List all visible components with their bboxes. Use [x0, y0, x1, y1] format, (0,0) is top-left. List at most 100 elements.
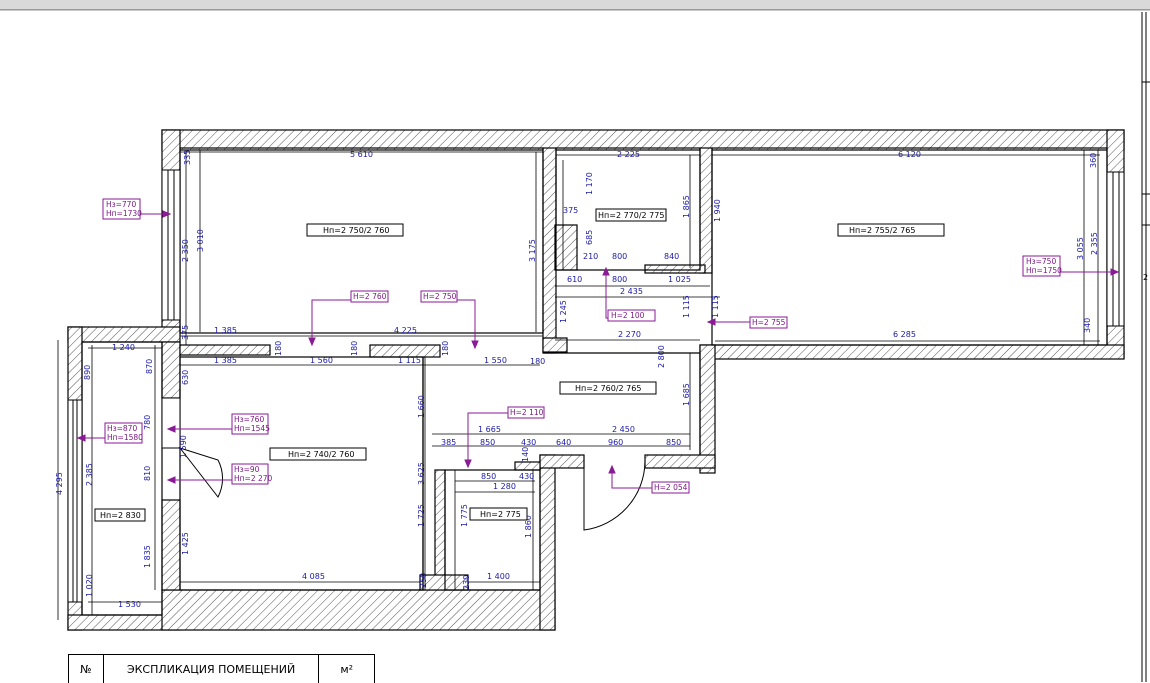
dim-1240: 1 240	[112, 343, 135, 352]
dim-1385a: 1 385	[214, 326, 237, 335]
doors	[178, 447, 646, 531]
dim-1385b: 1 385	[214, 356, 237, 365]
dim-800b: 800	[612, 275, 627, 284]
marker-h6: H=2 054	[654, 483, 688, 492]
dim-335: 335	[183, 150, 192, 165]
room-label-balcony: Hп=2 830	[100, 511, 141, 520]
dim-140: 140	[521, 447, 530, 462]
dim-890: 890	[83, 365, 92, 380]
dim-2350: 2 350	[181, 239, 190, 262]
dim-1865: 1 865	[682, 195, 691, 218]
dim-2450: 2 450	[612, 425, 635, 434]
dim-1560: 1 560	[310, 356, 333, 365]
dim-210: 210	[583, 252, 598, 261]
dim-1665: 1 665	[478, 425, 501, 434]
dim-1590: 1 590	[179, 435, 188, 458]
dim-180b: 180	[350, 341, 359, 356]
room-5-outline	[179, 356, 424, 591]
legend-number-header: №	[69, 655, 104, 683]
dim-1550: 1 550	[484, 356, 507, 365]
marker-w4a: Hз=760	[234, 415, 264, 424]
dim-1660: 1 660	[417, 395, 426, 418]
marker-w2a: Hз=750	[1026, 257, 1056, 266]
balcony-door-window	[161, 397, 181, 449]
legend-title: ЭКСПЛИКАЦИЯ ПОМЕЩЕНИЙ	[104, 655, 320, 683]
marker-w5a: Hз=90	[234, 465, 260, 474]
dim-870: 870	[145, 359, 154, 374]
level-marker-labels: Hз=770 Hп=1730 Hз=750 Hп=1750 Hз=870 Hп=…	[106, 200, 1062, 492]
room-labels: Hп=2 750/2 760 Hп=2 770/2 775 Hп=2 755/2…	[94, 208, 945, 522]
top-toolbar-strip	[0, 0, 1150, 10]
dim-3055: 3 055	[1076, 237, 1085, 260]
room-2-outline	[555, 147, 701, 271]
marker-w5b: Hп=2 270	[234, 474, 273, 483]
room-label-bath: Hп=2 775	[480, 510, 521, 519]
dim-2270: 2 270	[618, 330, 641, 339]
room-3-outline	[711, 147, 1108, 346]
dim-850b: 850	[666, 438, 681, 447]
room-label-hall: Hп=2 760/2 765	[575, 384, 641, 393]
dim-4225: 4 225	[394, 326, 417, 335]
dim-1530: 1 530	[118, 600, 141, 609]
dim-1685: 1 685	[682, 383, 691, 406]
dim-640: 640	[556, 438, 571, 447]
dim-1170: 1 170	[585, 172, 594, 195]
dim-1400: 1 400	[487, 572, 510, 581]
marker-h2: H=2 750	[423, 292, 457, 301]
dim-1115b: 1 115	[711, 295, 720, 318]
window-left	[161, 169, 181, 321]
dim-430a: 430	[521, 438, 536, 447]
dim-1115c: 1 115	[398, 356, 421, 365]
dim-1860: 1 860	[524, 515, 533, 538]
dim-850c: 850	[481, 472, 496, 481]
dim-1835: 1 835	[143, 545, 152, 568]
dim-250: 250	[419, 573, 428, 588]
dim-1115a: 1 115	[682, 295, 691, 318]
dim-1425: 1 425	[181, 532, 190, 555]
dim-340: 340	[1083, 318, 1092, 333]
room-1-outline	[179, 147, 544, 334]
marker-w4b: Hп=1545	[234, 424, 270, 433]
dim-230: 230	[462, 575, 471, 590]
marker-w3a: Hз=870	[107, 424, 137, 433]
legend-table-header: № ЭКСПЛИКАЦИЯ ПОМЕЩЕНИЙ м²	[68, 654, 375, 683]
dim-6285: 6 285	[893, 330, 916, 339]
walls	[67, 129, 1125, 631]
dim-3625: 3 625	[417, 462, 426, 485]
marker-w3b: Hп=1580	[107, 433, 143, 442]
dim-1280: 1 280	[493, 482, 516, 491]
level-markers	[76, 198, 1120, 494]
dim-2355: 2 355	[1090, 232, 1099, 255]
dim-2385: 2 385	[85, 463, 94, 486]
wall-top	[161, 129, 1125, 151]
dim-1775: 1 775	[460, 504, 469, 527]
dim-3175: 3 175	[528, 239, 537, 262]
dim-375: 375	[563, 206, 578, 215]
dim-685: 685	[585, 230, 594, 245]
dim-430b: 430	[519, 472, 534, 481]
door-balcony-swing	[178, 447, 224, 498]
dim-850a: 850	[480, 438, 495, 447]
room-label-5: Hп=2 740/2 760	[288, 450, 354, 459]
room-label-2: Hп=2 770/2 775	[598, 211, 664, 220]
dim-800a: 800	[612, 252, 627, 261]
legend-unit-header: м²	[340, 662, 354, 676]
dimension-labels: 5 610 2 225 6 120 335 2 350 3 010 3 175 …	[55, 150, 1099, 609]
dim-180d: 180	[530, 357, 545, 366]
dim-360: 360	[1089, 153, 1098, 168]
marker-w1b: Hп=1730	[106, 209, 142, 218]
dim-810: 810	[143, 466, 152, 481]
marker-h3: H=2 100	[611, 311, 645, 320]
room-label-3: Hп=2 755/2 765	[849, 226, 915, 235]
sheet-edge-label: 2	[1143, 273, 1148, 282]
dim-1025: 1 025	[668, 275, 691, 284]
marker-w2b: Hп=1750	[1026, 266, 1062, 275]
dim-180c: 180	[441, 341, 450, 356]
windows	[67, 169, 1125, 603]
dim-3010: 3 010	[196, 229, 205, 252]
dim-610: 610	[567, 275, 582, 284]
top-toolbar-divider	[0, 10, 1150, 11]
dim-1940: 1 940	[713, 199, 722, 222]
dim-960: 960	[608, 438, 623, 447]
